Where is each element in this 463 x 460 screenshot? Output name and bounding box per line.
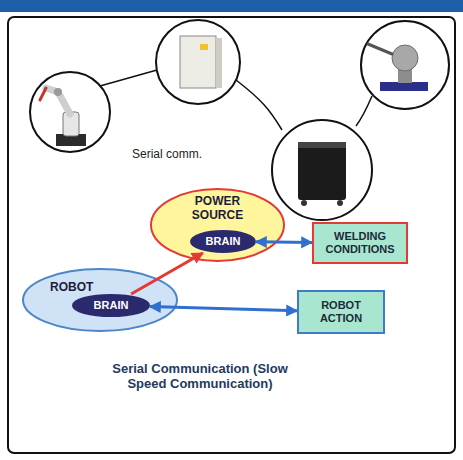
header-bar xyxy=(0,0,463,12)
conditions-box: WELDING CONDITIONS xyxy=(312,222,408,264)
ellipse-shape xyxy=(23,269,177,331)
wire-circle xyxy=(272,120,372,220)
robot-torch xyxy=(40,88,46,100)
positioner-disc xyxy=(392,45,418,71)
workpiece-circle xyxy=(361,21,449,109)
brain-oval: BRAIN xyxy=(72,294,150,317)
panel-frame xyxy=(8,17,455,453)
wire-cabinet xyxy=(298,142,346,200)
node-text: BRAIN xyxy=(94,299,129,312)
label-text: Serial comm. xyxy=(132,148,202,162)
torch-arm xyxy=(368,44,392,54)
node-text: POWER SOURCE xyxy=(181,195,255,223)
power-source-ellipse: POWER SOURCE BRAIN xyxy=(150,188,285,262)
robot-ellipse: ROBOTBRAIN xyxy=(22,268,178,332)
cable-line xyxy=(100,70,157,86)
text-holder: POWER SOURCE xyxy=(150,195,285,223)
ellipse-shape xyxy=(73,295,149,316)
power-cabinet xyxy=(180,36,216,88)
robot-arm xyxy=(46,88,70,114)
node-text: WELDING CONDITIONS xyxy=(319,230,401,255)
node-text: BRAIN xyxy=(206,235,241,248)
warning-label xyxy=(200,44,208,50)
action-box: ROBOT ACTION xyxy=(297,290,385,334)
caption-text: Serial Communication (Slow Speed Communi… xyxy=(95,362,305,392)
cable-line xyxy=(236,80,282,130)
wire-cabinet-top xyxy=(298,142,346,148)
ellipse-shape xyxy=(191,231,255,252)
cable-line xyxy=(356,96,372,126)
brain-oval: BRAIN xyxy=(190,230,256,253)
power-circle xyxy=(156,20,240,104)
wheel xyxy=(301,200,307,206)
connector-arrow xyxy=(256,240,312,244)
robot-joint xyxy=(54,88,62,96)
text-holder: ROBOT xyxy=(50,277,178,295)
node-text: ROBOT ACTION xyxy=(304,299,378,324)
positioner-base xyxy=(380,82,428,91)
robot-circle xyxy=(30,72,110,152)
wheel xyxy=(337,200,343,206)
node-text: ROBOT xyxy=(50,281,93,295)
ellipse-shape xyxy=(151,189,284,261)
power-cabinet-side xyxy=(216,38,222,88)
